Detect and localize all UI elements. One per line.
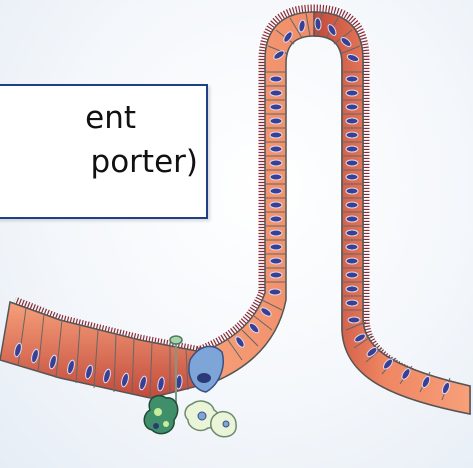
villus-right-limb [314,12,470,414]
villus-epithelium [202,12,470,414]
goblet-nucleus [197,373,211,383]
goblet-cell [189,346,223,392]
label-line-1: ent [85,100,136,136]
label-box: ent porter) [0,84,208,219]
label-line-2: porter) [91,144,198,180]
